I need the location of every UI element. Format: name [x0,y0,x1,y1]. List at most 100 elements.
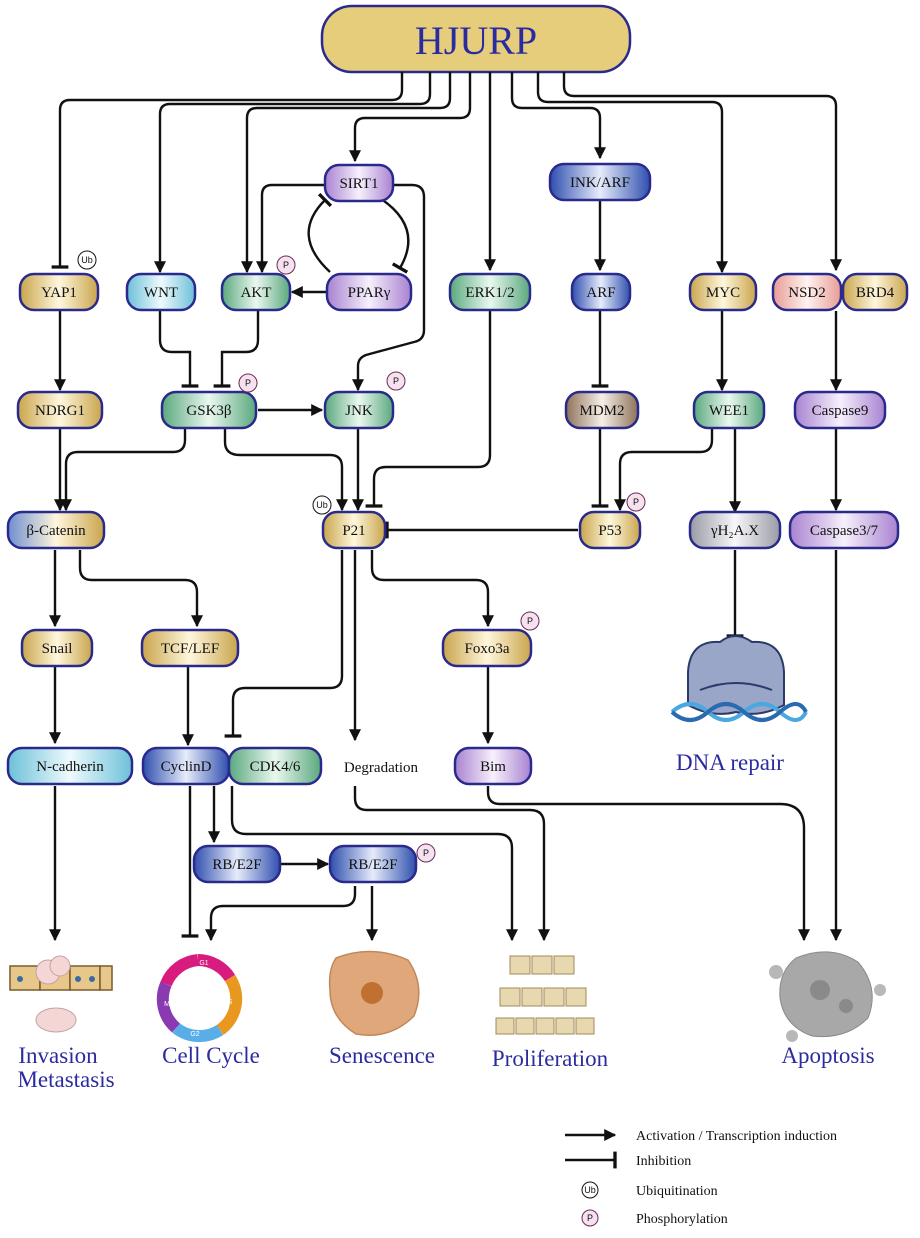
phase-m: M [164,1001,170,1008]
bim-label: Bim [480,759,506,775]
casp9-node[interactable] [793,390,887,430]
foxo3a-node[interactable] [441,628,533,668]
brd4-node[interactable] [841,272,909,312]
degradation-label: Degradation [344,760,419,776]
wnt-label: WNT [144,285,178,301]
p53-node[interactable] [578,510,642,550]
wee1-label: WEE1 [709,403,749,419]
arf-label: ARF [586,285,615,301]
wnt-node[interactable] [125,272,197,312]
invasion-label: Invasion [18,1043,98,1068]
rbe2f-node[interactable] [192,844,282,884]
modification-marks: Ub Ub P P P P P P [77,250,646,863]
edge-degradation-proliferation [353,786,550,942]
nodes [6,162,909,884]
p-mark-p53 [626,492,646,512]
sirt1-label: SIRT1 [339,176,378,192]
rbe2f-p-node[interactable] [328,844,418,884]
apoptosis-icon [769,951,886,1042]
hjurp-node[interactable] [320,4,632,74]
wee1-node[interactable] [692,390,766,430]
p21-label: P21 [342,523,365,539]
ndrg1-node[interactable] [16,390,104,430]
proliferation-icon [495,955,595,1035]
edge-bcat-tcflef [78,550,203,628]
edge-hjurp-inkarf [510,72,606,160]
p-mark-akt [276,255,296,275]
edge-akt-gsk3b [213,311,260,388]
p-mark-rbe2f-label: P [423,848,429,858]
senescence-label: Senescence [329,1043,435,1068]
bcat-label: β-Catenin [26,523,86,539]
p-mark-jnk-label: P [393,376,399,386]
rbe2f-label: RB/E2F [212,857,261,873]
ppar-label: PPARγ [348,285,391,301]
cdk46-label: CDK4/6 [250,759,301,775]
legend-p-icon-label: P [587,1213,593,1223]
myc-label: MYC [706,285,740,301]
yap1-label: YAP1 [41,285,77,301]
ppar-node[interactable] [325,272,413,312]
p-mark-gsk3b [238,373,258,393]
snail-node[interactable] [20,628,94,668]
ndrg1-label: NDRG1 [35,403,85,419]
cell-cycle-icon: G1 S G2 M [156,954,243,1043]
edge-wnt-gsk3b [158,311,199,388]
edge-gsk3b-p21 [223,428,348,512]
bim-node[interactable] [453,746,533,786]
gsk3b-node[interactable] [160,390,258,430]
gh2ax-node[interactable] [688,510,782,550]
myc-node[interactable] [688,272,758,312]
ncad-node[interactable] [6,746,134,786]
legend-phosphorylation-label: Phosphorylation [636,1212,728,1227]
sirt1-node[interactable] [323,163,395,203]
legend-activation-label: Activation / Transcription induction [636,1129,837,1144]
inkarf-node[interactable] [548,162,652,202]
edge-ppar-sirt1-loop [307,192,333,273]
tcflef-node[interactable] [140,628,240,668]
erk-node[interactable] [448,272,532,312]
casp37-node[interactable] [788,510,900,550]
jnk-node[interactable] [323,390,395,430]
edge-sirt1-akt [256,183,330,274]
edge-wee1-p53 [614,428,714,512]
legend: Activation / Transcription induction Inh… [565,1129,837,1227]
erk-label: ERK1/2 [465,285,514,301]
phase-g2: G2 [190,1031,199,1038]
edge-hjurp-nsd2 [562,72,842,272]
edge-bim-apoptosis [486,786,810,942]
legend-ub-icon [581,1181,599,1199]
phase-g1: G1 [199,960,208,967]
nsd2-node[interactable] [771,272,843,312]
edge-sirt1-ppar-loop [374,193,410,274]
node-labels: YAP1 WNT AKT SIRT1 PPARγ ERK1/2 INK/ARF … [26,175,894,873]
p53-label: P53 [598,523,621,539]
casp9-label: Caspase9 [812,403,869,419]
edge-hjurp-wnt [154,72,432,274]
p-mark-akt-label: P [283,260,289,270]
cdk46-node[interactable] [227,746,323,786]
apoptosis-label: Apoptosis [781,1043,874,1068]
edge-erk-p21 [365,311,492,508]
cyclind-label: CyclinD [161,759,212,775]
legend-ub-icon-label: Ub [584,1185,596,1195]
p21-node[interactable] [321,510,387,550]
gh2ax-label: γH₂A.X [710,523,759,539]
invasion-metastasis-icon [9,955,113,1033]
yap1-node[interactable] [18,272,100,312]
legend-inhibition-label: Inhibition [636,1154,691,1169]
ub-mark-p21-label: Ub [316,500,328,510]
mdm2-node[interactable] [564,390,640,430]
brd4-label: BRD4 [856,285,895,301]
edge-p21-foxo3a [370,550,494,628]
edge-hjurp-akt [241,72,452,274]
edge-sirt1-jnk [352,183,426,392]
arf-node[interactable] [570,272,632,312]
edge-hjurp-myc [536,72,728,274]
hjurp-label: HJURP [415,18,537,63]
p-mark-foxo3a [520,611,540,631]
dna-repair-icon [670,635,808,722]
bcat-node[interactable] [6,510,106,550]
edges [49,72,842,942]
akt-node[interactable] [220,272,292,312]
